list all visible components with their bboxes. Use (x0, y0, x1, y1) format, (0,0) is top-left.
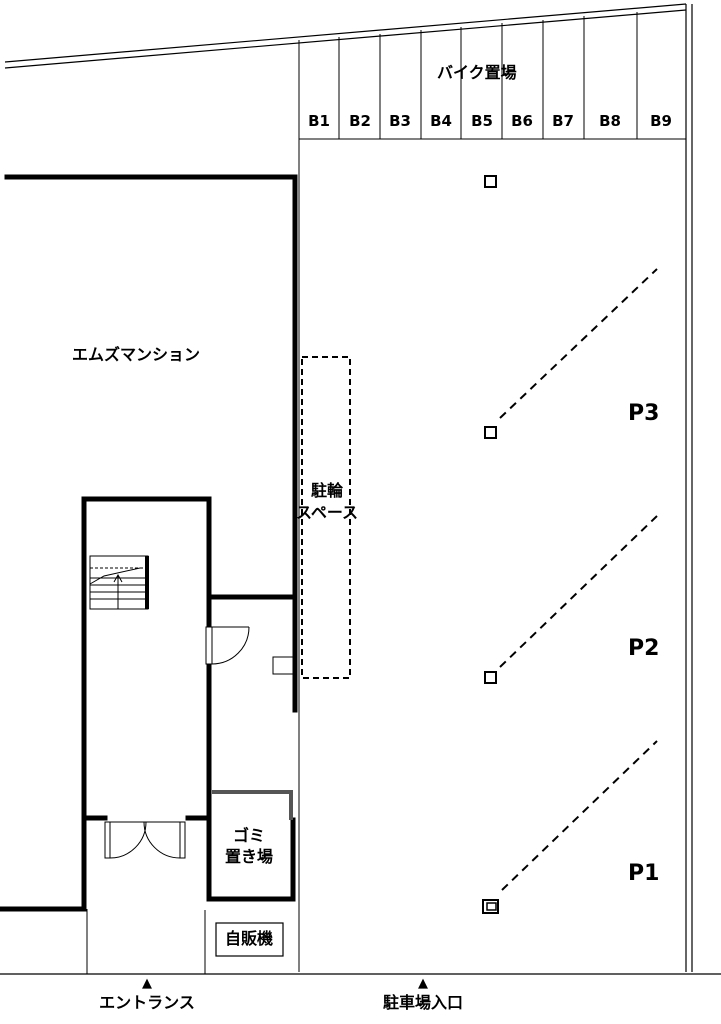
entrance-double-door (104, 821, 186, 859)
bike-slot-dividers (298, 12, 686, 972)
bicycle-space-label: 駐輪 スペース (296, 480, 358, 523)
parking-line-p1 (482, 740, 658, 914)
bike-slot-b1: B1 (308, 112, 330, 130)
garbage-area-border (212, 790, 293, 820)
post-top (484, 175, 497, 188)
parking-entrance-marker-icon: ▲ (418, 976, 428, 991)
bike-slot-b6: B6 (511, 112, 533, 130)
parking-entrance-label: 駐車場入口 (382, 993, 464, 1012)
parking-spot-p1: P1 (628, 861, 660, 886)
vending-machine-label: 自販機 (224, 929, 274, 948)
parking-spot-p2: P2 (628, 636, 660, 661)
property-boundary-top (4, 3, 687, 63)
parking-line-p2 (484, 515, 658, 684)
meter-box (272, 656, 294, 675)
building-walls (0, 174, 298, 912)
bicycle-space-outline (301, 356, 351, 679)
garbage-area-label: ゴミ 置き場 (225, 826, 273, 868)
bike-slot-b3: B3 (389, 112, 411, 130)
parking-spot-p3: P3 (628, 401, 660, 426)
mansion-label: エムズマンション (72, 345, 201, 364)
bike-parking-title: バイク置場 (437, 63, 517, 82)
entrance-label: エントランス (99, 993, 195, 1012)
garbage-area-label-line2: 置き場 (224, 846, 274, 866)
entrance-marker-icon: ▲ (142, 976, 152, 991)
parking-line-p3 (484, 268, 658, 439)
vending-machine-box (215, 922, 284, 957)
bike-slot-b2: B2 (349, 112, 371, 130)
bike-slot-b7: B7 (552, 112, 574, 130)
bike-slot-b4: B4 (430, 112, 452, 130)
bike-slot-b5: B5 (471, 112, 493, 130)
garbage-area-label-line1: ゴミ (232, 826, 266, 845)
bicycle-space-label-line1: 駐輪 (310, 481, 343, 500)
bicycle-space-label-line2: スペース (295, 502, 359, 522)
staircase (89, 555, 149, 610)
bike-slot-b8: B8 (599, 112, 621, 130)
swing-door (205, 626, 250, 665)
property-boundary-top-inner (4, 9, 687, 69)
bike-slot-b9: B9 (650, 112, 672, 130)
